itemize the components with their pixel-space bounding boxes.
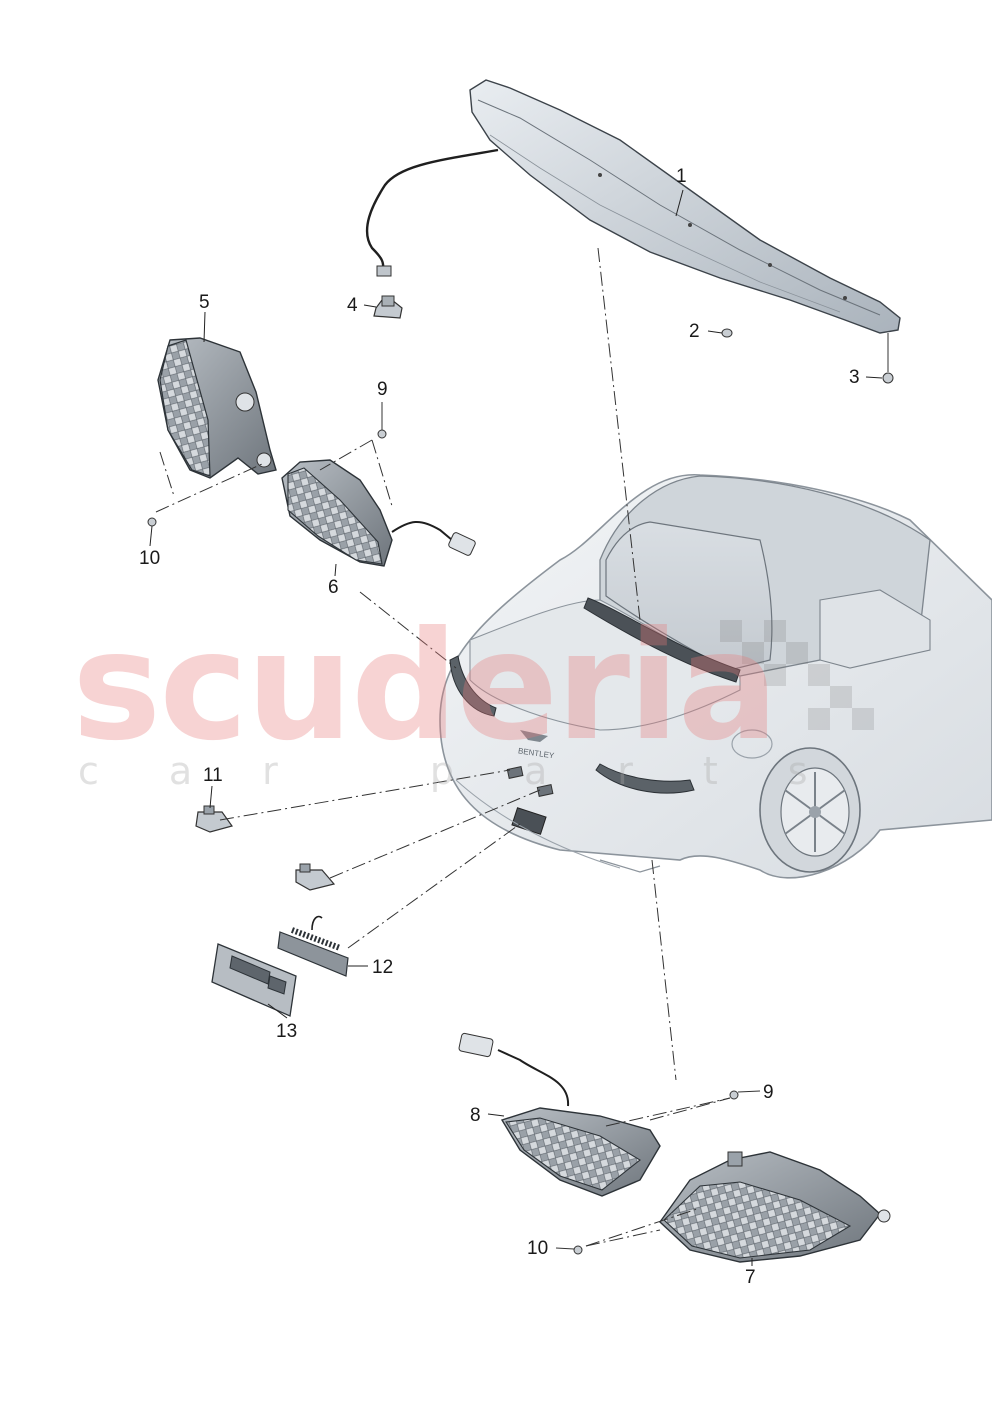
- tail-lamp-part-8: [458, 1032, 661, 1197]
- callout-10-upper[interactable]: 10: [139, 548, 161, 569]
- watermark-main: scuderia: [72, 600, 779, 774]
- light-strip-part-12: [277, 915, 349, 977]
- plate-lamp-part-11b: [295, 863, 336, 891]
- callout-9-lower[interactable]: 9: [763, 1082, 774, 1103]
- callout-2[interactable]: 2: [689, 321, 700, 342]
- tail-lamp-part-7: [659, 1151, 891, 1263]
- screw-part-10-upper: [147, 517, 157, 527]
- callout-1[interactable]: 1: [676, 166, 687, 187]
- screw-part-10-lower: [555, 1245, 583, 1255]
- nut-part-3: [882, 333, 894, 384]
- tail-lamp-part-5: [157, 337, 277, 479]
- plate-lamp-part-11: [195, 805, 233, 833]
- rear-bar-part: [365, 79, 901, 334]
- screw-part-9-lower: [729, 1090, 761, 1100]
- callout-5[interactable]: 5: [199, 292, 210, 313]
- callout-9-upper[interactable]: 9: [377, 379, 388, 400]
- callout-11[interactable]: 11: [203, 765, 223, 786]
- callout-3[interactable]: 3: [849, 367, 860, 388]
- callout-6[interactable]: 6: [328, 577, 339, 598]
- screw-part-9-upper: [377, 402, 387, 439]
- callout-10-lower[interactable]: 10: [527, 1238, 549, 1259]
- plate-trim-part-13: [211, 943, 297, 1017]
- watermark-flag: [720, 620, 874, 730]
- callout-7[interactable]: 7: [745, 1267, 756, 1288]
- callout-8[interactable]: 8: [470, 1105, 481, 1126]
- callout-leaders: [149, 189, 883, 1266]
- car-body: BENTLEY: [439, 474, 992, 879]
- callout-4[interactable]: 4: [347, 295, 358, 316]
- nut-part-2: [721, 328, 733, 338]
- tail-lamp-part-6: [281, 459, 476, 567]
- watermark-sub: car parts: [78, 749, 878, 793]
- callout-13[interactable]: 13: [276, 1021, 298, 1042]
- callout-12[interactable]: 12: [372, 957, 394, 978]
- connector-part-4: [373, 295, 403, 319]
- assembly-lines: [155, 247, 731, 1247]
